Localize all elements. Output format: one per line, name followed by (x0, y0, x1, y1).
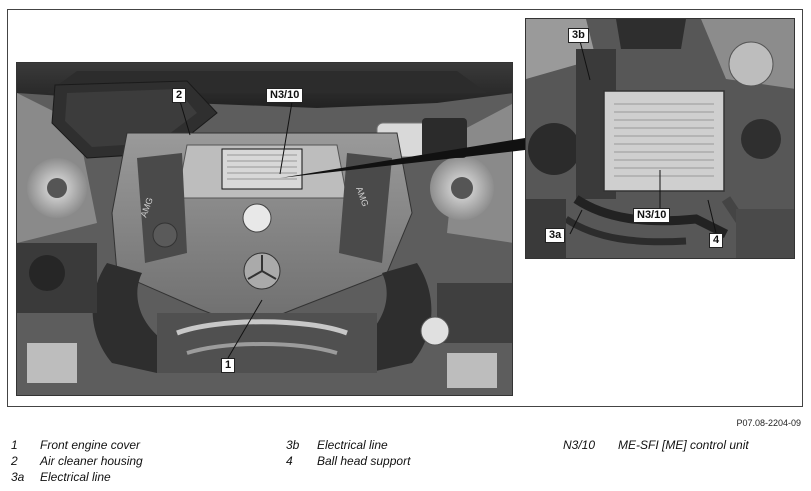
figure-reference: P07.08-2204-09 (736, 418, 801, 428)
callout-1: 1 (221, 358, 236, 373)
callout-3a: 3a (545, 228, 566, 243)
legend-desc: Front engine cover (40, 438, 141, 452)
callout-2: 2 (172, 88, 187, 103)
legend-desc: Electrical line (40, 470, 111, 484)
control-unit-inset-photo (525, 18, 795, 259)
callout-n3-10-inset: N3/10 (633, 208, 671, 223)
legend: 1 Front engine cover 2 Air cleaner housi… (0, 438, 811, 491)
legend-code: 2 (11, 454, 18, 468)
legend-code: N3/10 (563, 438, 596, 452)
callout-n3-10-main: N3/10 (266, 88, 304, 103)
legend-desc: ME-SFI [ME] control unit (618, 438, 749, 452)
legend-code: 3a (11, 470, 25, 484)
legend-desc: Air cleaner housing (40, 454, 143, 468)
engine-bay-photo (16, 62, 513, 396)
legend-code: 1 (11, 438, 18, 452)
legend-desc: Electrical line (317, 438, 388, 452)
legend-code: 3b (286, 438, 300, 452)
callout-3b: 3b (568, 28, 589, 43)
callout-4: 4 (709, 233, 724, 248)
legend-code: 4 (286, 454, 293, 468)
legend-desc: Ball head support (317, 454, 411, 468)
